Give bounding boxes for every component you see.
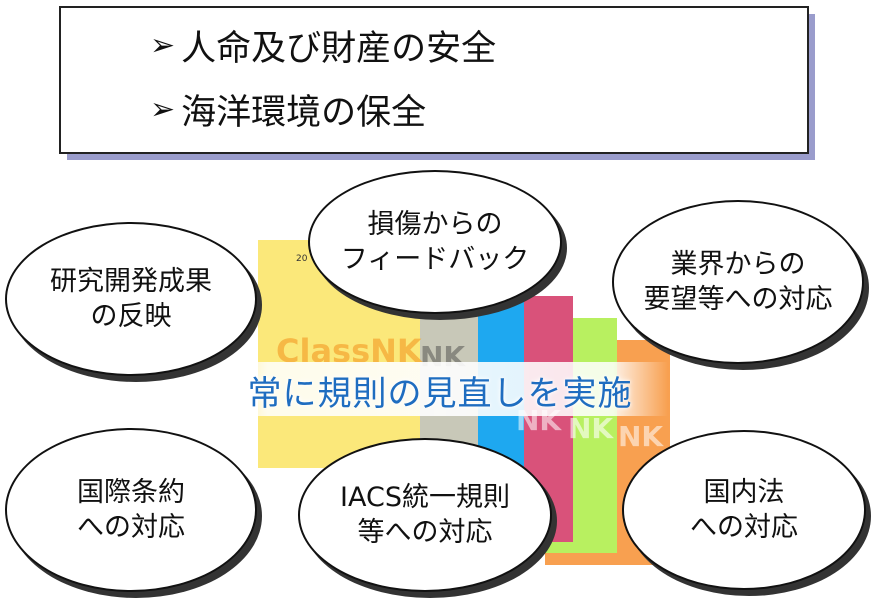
book-orange-logo: NK (618, 420, 664, 453)
goal-text-safety: 人命及び財産の安全 (181, 29, 497, 69)
ellipse-domestic-line2: への対応 (690, 512, 798, 543)
book-year-text: 20 (296, 254, 308, 264)
arrow-bullet-icon: ➢ (150, 28, 176, 63)
ellipse-iacs-line1: IACS統一規則 (340, 481, 510, 513)
ellipse-research-line2: の反映 (90, 301, 172, 332)
ellipse-domestic: 国内法 への対応 (622, 430, 866, 590)
center-banner: 常に規則の見直しを実施 (212, 362, 668, 416)
ellipse-domestic-line1: 国内法 (703, 476, 785, 508)
center-banner-text: 常に規則の見直しを実施 (247, 374, 633, 414)
goal-item-safety: ➢ 人命及び財産の安全 (150, 20, 496, 71)
ellipse-industry-line1: 業界からの (670, 248, 806, 280)
ellipse-industry: 業界からの 要望等への対応 (612, 200, 864, 364)
ellipse-conventions-line1: 国際条約 (77, 476, 185, 508)
ellipse-conventions-line2: への対応 (77, 512, 185, 543)
ellipse-research-line1: 研究開発成果 (50, 265, 212, 297)
ellipse-damage-feedback-line2: フィードバック (340, 244, 530, 275)
ellipse-industry-line2: 要望等への対応 (643, 284, 833, 315)
ellipse-damage-feedback-line1: 損傷からの (367, 208, 503, 240)
arrow-bullet-icon: ➢ (150, 92, 176, 127)
ellipse-conventions: 国際条約 への対応 (5, 428, 257, 592)
ellipse-damage-feedback: 損傷からの フィードバック (308, 170, 562, 314)
book-green-logo: NK (568, 412, 614, 445)
goals-box (59, 6, 809, 154)
goal-item-environment: ➢ 海洋環境の保全 (150, 84, 426, 135)
ellipse-iacs: IACS統一規則 等への対応 (298, 438, 552, 592)
ellipse-research: 研究開発成果 の反映 (5, 222, 257, 376)
goal-text-environment: 海洋環境の保全 (181, 93, 427, 133)
ellipse-iacs-line2: 等への対応 (357, 517, 493, 548)
